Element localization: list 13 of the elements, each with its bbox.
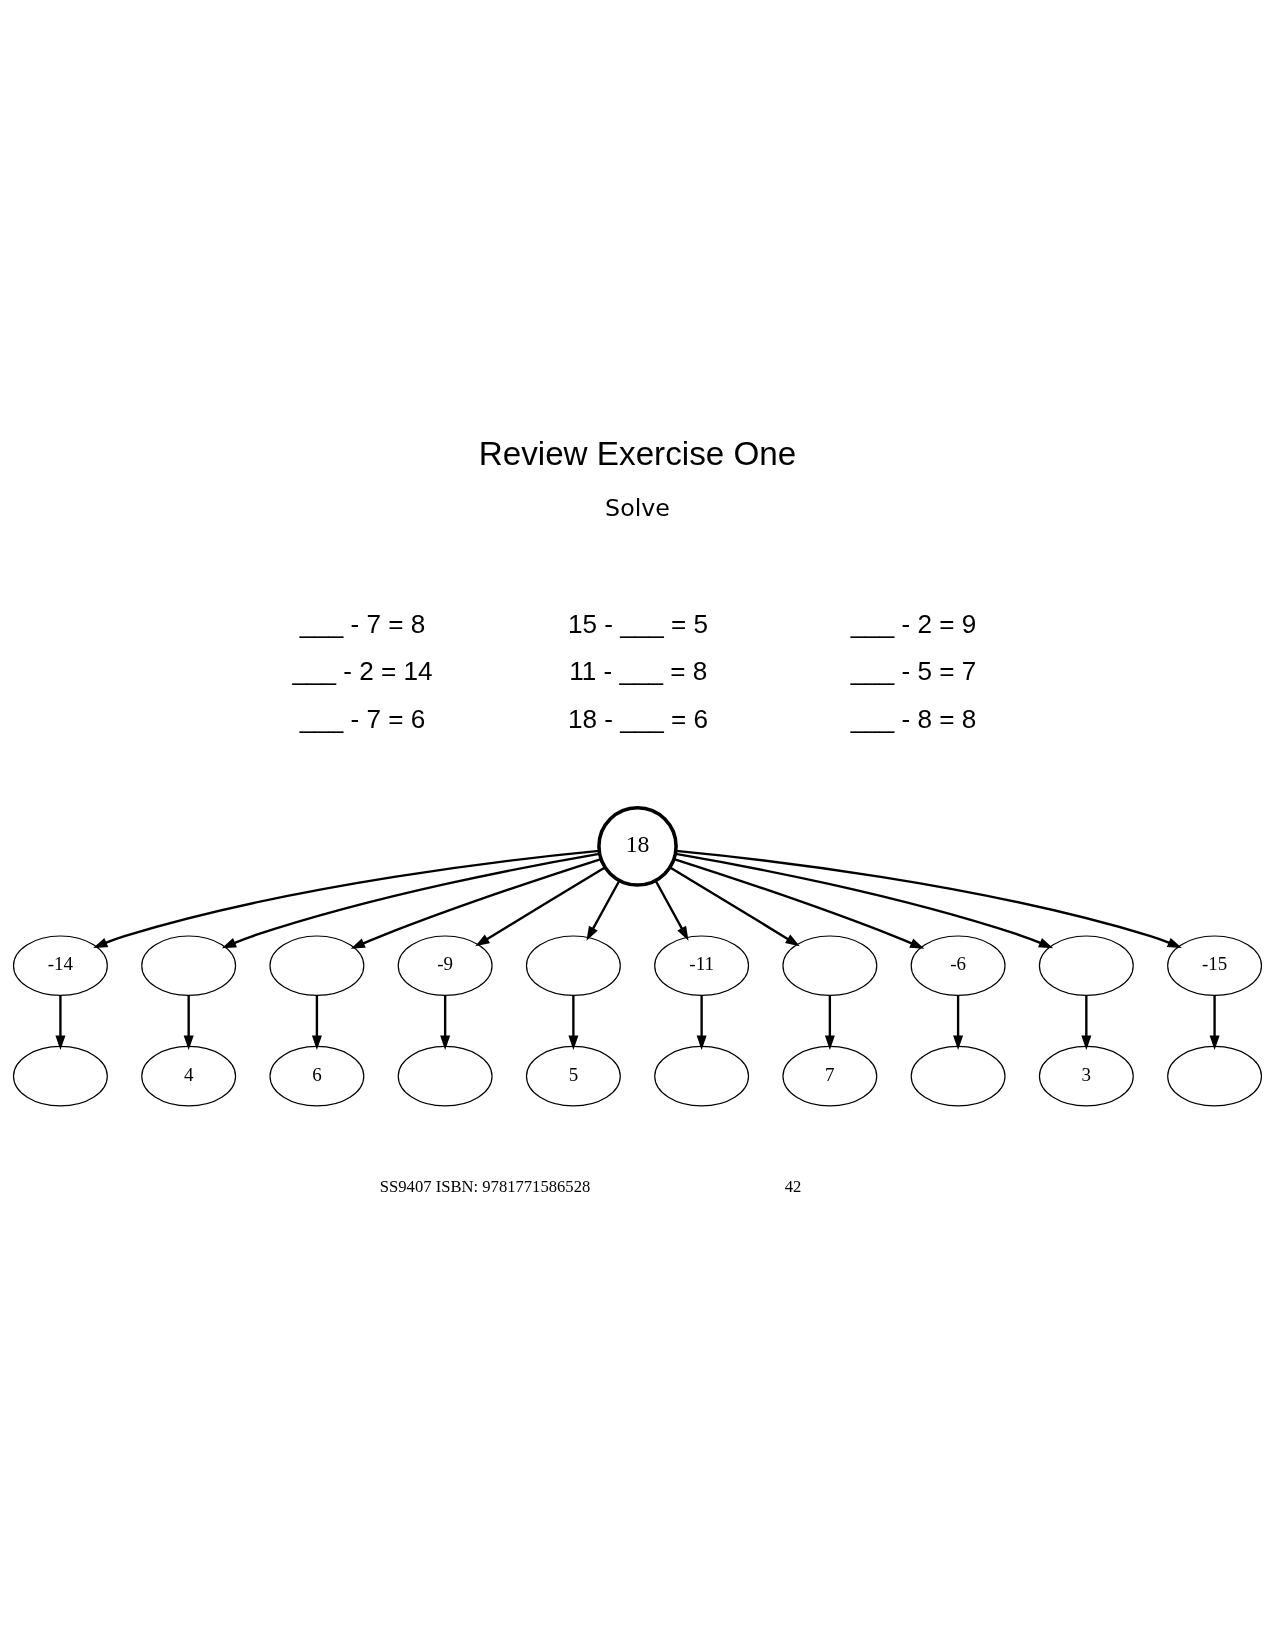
label: ___ - 7 = 8 <box>299 608 426 639</box>
label: ___ - 7 = 6 <box>299 703 426 734</box>
diagram-title: Review Exercise One <box>478 435 797 473</box>
label: ___ - 8 = 8 <box>850 703 977 734</box>
label: Solve <box>605 493 670 522</box>
label: 11 - ___ = 8 <box>569 656 708 687</box>
label: ___ - 2 = 9 <box>850 608 977 639</box>
label: 18 - ___ = 6 <box>568 703 709 734</box>
label: 15 - ___ = 5 <box>568 608 709 639</box>
label: ___ - 5 = 7 <box>850 656 977 687</box>
label: SS9407 ISBN: 9781771586528 <box>379 1176 591 1196</box>
label: 42 <box>784 1176 802 1196</box>
label: ___ - 2 = 14 <box>292 656 433 687</box>
